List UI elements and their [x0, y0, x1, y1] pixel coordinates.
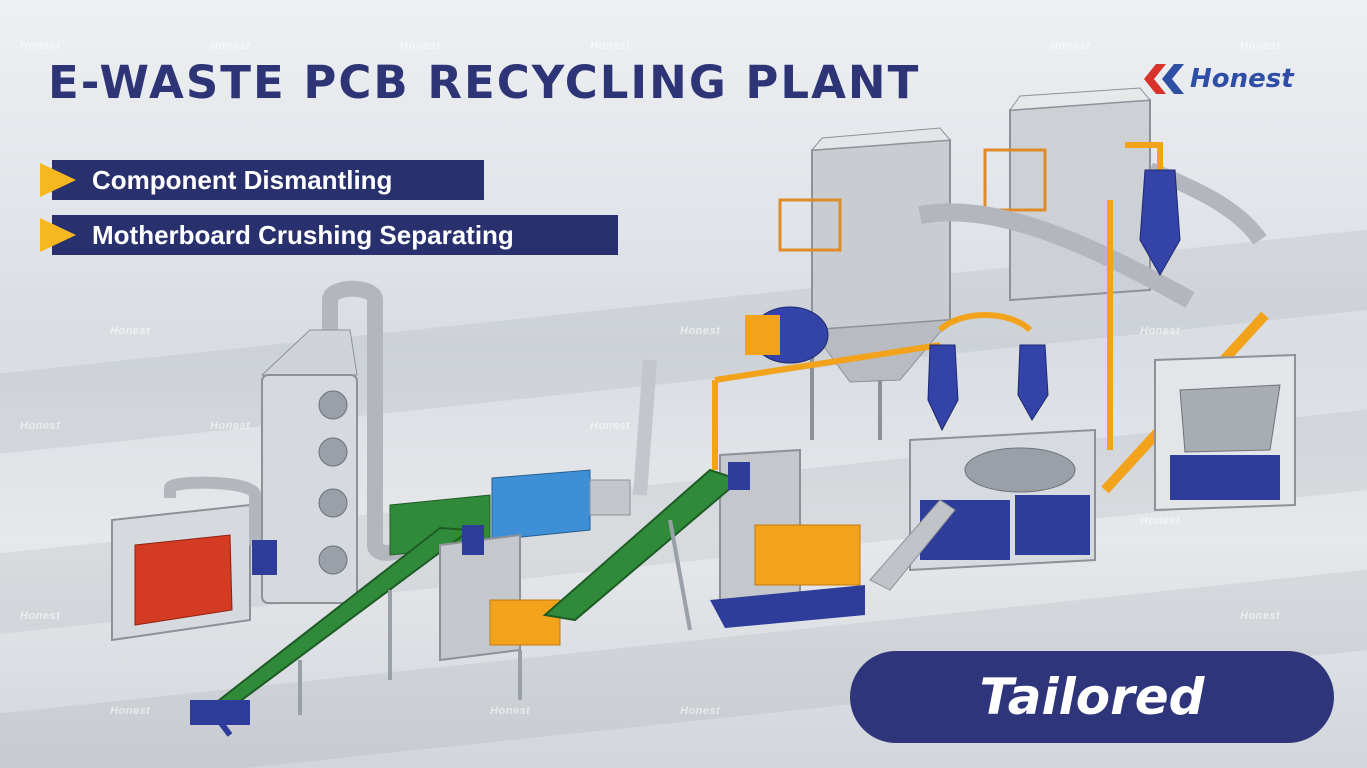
- dust-collector-left: [778, 127, 952, 440]
- watermark: Honest: [20, 420, 61, 432]
- brand-name: Honest: [1190, 64, 1294, 94]
- watermark: Honest: [490, 705, 531, 717]
- watermark: Honest: [110, 325, 151, 337]
- separator-unit: [869, 428, 1096, 591]
- tailored-badge: Tailored: [850, 651, 1334, 743]
- scrubber-tower: [260, 280, 407, 604]
- watermark: Honest: [20, 40, 61, 52]
- watermark: Honest: [400, 40, 441, 52]
- watermark: Honest: [210, 420, 251, 432]
- watermark: Honest: [680, 705, 721, 717]
- watermark: Honest: [210, 40, 251, 52]
- conveyor-belt-2: [542, 462, 750, 631]
- watermark: Honest: [110, 705, 151, 717]
- feature-label: Motherboard Crushing Separating: [92, 219, 514, 250]
- watermark: Honest: [1240, 40, 1281, 52]
- heating-cabinet: [111, 476, 277, 642]
- sorting-unit: [1154, 353, 1296, 512]
- shredder-unit: [710, 448, 865, 628]
- watermark: Honest: [590, 420, 631, 432]
- watermark: Honest: [590, 40, 631, 52]
- honest-logo-icon: [1144, 64, 1184, 94]
- conveyor-belt-1: [190, 526, 473, 737]
- crusher-unit: [439, 525, 561, 700]
- watermark: Honest: [680, 325, 721, 337]
- page-title: E-WASTE PCB RECYCLING PLANT: [48, 56, 921, 109]
- arrow-icon: [40, 163, 76, 197]
- dust-collector-right: [983, 87, 1152, 302]
- feature-band: Component Dismantling: [52, 160, 484, 200]
- feature-band: Motherboard Crushing Separating: [52, 215, 618, 255]
- watermark: Honest: [1240, 610, 1281, 622]
- feature-label: Component Dismantling: [92, 164, 393, 195]
- tailored-badge-label: Tailored: [979, 668, 1205, 726]
- brand-logo: Honest: [1142, 62, 1294, 96]
- watermark: Honest: [1140, 515, 1181, 527]
- arrow-icon: [40, 218, 76, 252]
- watermark: Honest: [1050, 40, 1091, 52]
- watermark: Honest: [1140, 325, 1181, 337]
- watermark: Honest: [20, 610, 61, 622]
